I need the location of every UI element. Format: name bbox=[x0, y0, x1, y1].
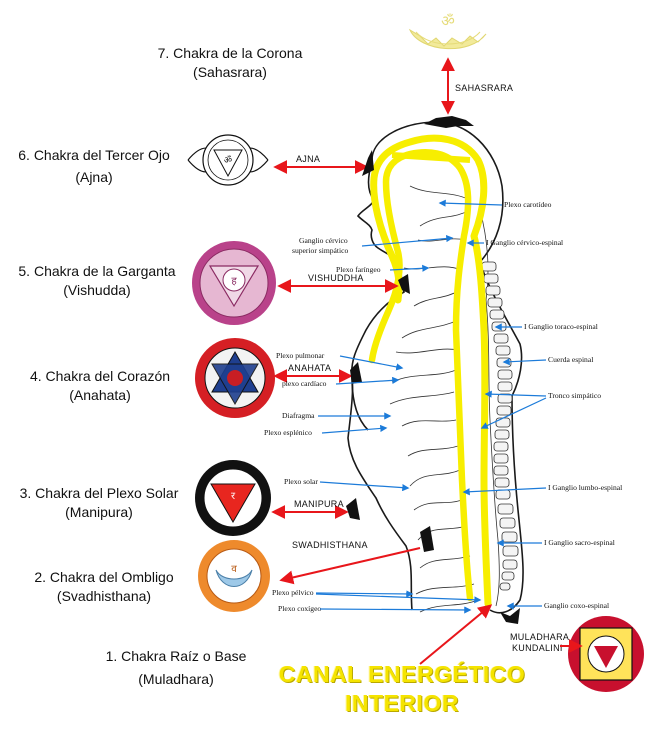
svadhisthana-tag: SWADHISTHANA bbox=[292, 540, 368, 550]
label-cuerda-espinal: Cuerda espinal bbox=[548, 355, 593, 364]
chakra-3-sanskrit: (Manipura) bbox=[65, 504, 133, 520]
chakra-5-label: 5. Chakra de la Garganta (Vishudda) bbox=[2, 262, 192, 300]
svadhisthana-moon-icon: व bbox=[198, 540, 270, 612]
chakra-3-label: 3. Chakra del Plexo Solar (Manipura) bbox=[2, 484, 196, 522]
label-plexo-cardiaco: plexo cardíaco bbox=[282, 379, 327, 388]
chakra-4-label: 4. Chakra del Corazón (Anahata) bbox=[10, 367, 190, 405]
chakra-1-sanskrit: (Muladhara) bbox=[138, 671, 214, 687]
ajna-bird bbox=[362, 150, 374, 176]
label-ganglio-cervico: Ganglio cérvico bbox=[299, 236, 348, 245]
ajna-eye-icon: ॐ bbox=[187, 134, 269, 186]
chakra-2-title: 2. Chakra del Ombligo bbox=[34, 569, 174, 585]
label-superior-simpatico: superior simpático bbox=[292, 246, 349, 255]
sahasrara-tag: SAHASRARA bbox=[455, 83, 513, 93]
muladhara-square-icon bbox=[568, 616, 644, 692]
chakra-5-title: 5. Chakra de la Garganta bbox=[18, 263, 176, 279]
chakra-7-sanskrit: (Sahasrara) bbox=[193, 64, 267, 80]
label-ganglio-toraco-espinal: I Ganglio toraco-espinal bbox=[524, 322, 598, 331]
anahata-tag: ANAHATA bbox=[288, 363, 331, 373]
canal-title-line2: INTERIOR bbox=[345, 690, 459, 716]
manipura-bird bbox=[346, 498, 360, 520]
vishuddha-lotus-icon: ह bbox=[192, 241, 276, 325]
canal-title-line1: CANAL ENERGÉTICO bbox=[278, 661, 526, 687]
svg-text:र: र bbox=[231, 491, 236, 502]
label-diafragma: Diafragma bbox=[282, 411, 315, 420]
spine-vertebrae bbox=[481, 261, 519, 591]
vishuddha-tag: VISHUDDHA bbox=[308, 273, 364, 283]
chakra-6-title: 6. Chakra del Tercer Ojo bbox=[18, 147, 170, 163]
label-ganglio-cervico-espinal: I Ganglio cérvico-espinal bbox=[486, 238, 563, 247]
energy-channel-inner bbox=[368, 149, 474, 602]
energy-channel bbox=[370, 134, 492, 608]
chakra-6-sanskrit: (Ajna) bbox=[75, 169, 113, 185]
label-ganglio-lumbo-espinal: I Ganglio lumbo-espinal bbox=[548, 483, 622, 492]
kundalini-tag: KUNDALINI bbox=[512, 643, 563, 653]
lotus-crown-icon: ॐ bbox=[408, 12, 487, 50]
chakra-7-label: 7. Chakra de la Corona (Sahasrara) bbox=[130, 44, 330, 82]
crown-bird bbox=[424, 116, 474, 128]
canal-arrow bbox=[419, 604, 493, 665]
chakra-7-title: 7. Chakra de la Corona bbox=[157, 45, 303, 61]
energy-channel-bridge bbox=[391, 152, 471, 163]
label-plexo-faringeo: Plexo faríngeo bbox=[336, 265, 381, 274]
chakra-4-title: 4. Chakra del Corazón bbox=[29, 368, 171, 384]
anatomy-annotations: Plexo carotídeo Ganglio cérvico superior… bbox=[264, 199, 622, 614]
label-plexo-pelvico: Plexo pélvico bbox=[272, 588, 314, 597]
svg-text:ह: ह bbox=[231, 276, 237, 287]
chakra-5-sanskrit: (Vishudda) bbox=[63, 282, 131, 298]
ajna-tag: AJNA bbox=[296, 154, 320, 164]
label-plexo-esplenico: Plexo esplénico bbox=[264, 428, 312, 437]
anahata-star-icon bbox=[195, 338, 275, 418]
svadhisthana-arrow bbox=[279, 547, 421, 585]
manipura-tag: MANIPURA bbox=[294, 499, 344, 509]
anahata-bird bbox=[350, 362, 362, 384]
svadhisthana-bird bbox=[420, 526, 434, 552]
chakra-2-sanskrit: (Svadhisthana) bbox=[56, 588, 152, 604]
chakra-6-label: 6. Chakra del Tercer Ojo (Ajna) bbox=[4, 146, 184, 187]
chakra-1-label: 1. Chakra Raíz o Base (Muladhara) bbox=[86, 647, 266, 689]
svg-text:व: व bbox=[231, 564, 237, 575]
label-plexo-pulmonar: Plexo pulmonar bbox=[276, 351, 325, 360]
chakra-2-label: 2. Chakra del Ombligo (Svadhisthana) bbox=[14, 568, 194, 606]
label-plexo-solar: Plexo solar bbox=[284, 477, 318, 486]
vishuddha-bird bbox=[398, 274, 410, 294]
label-ganglio-coxo-espinal: Ganglio coxo-espinal bbox=[544, 601, 609, 610]
label-ganglio-sacro-espinal: I Ganglio sacro-espinal bbox=[544, 538, 615, 547]
chakra-4-sanskrit: (Anahata) bbox=[69, 387, 131, 403]
label-tronco-simpatico: Tronco simpático bbox=[548, 391, 601, 400]
chakra-1-title: 1. Chakra Raíz o Base bbox=[105, 648, 247, 664]
manipura-triangle-icon: र bbox=[195, 460, 271, 536]
svg-text:ॐ: ॐ bbox=[441, 12, 455, 30]
chakra-3-title: 3. Chakra del Plexo Solar bbox=[19, 485, 179, 501]
muladhara-tag: MULADHARA bbox=[510, 632, 569, 642]
label-plexo-coxigeo: Plexo coxígeo bbox=[278, 604, 321, 613]
label-plexo-carotideo: Plexo carotídeo bbox=[504, 200, 552, 209]
svg-text:ॐ: ॐ bbox=[224, 155, 232, 166]
muladhara-bird bbox=[500, 608, 520, 624]
